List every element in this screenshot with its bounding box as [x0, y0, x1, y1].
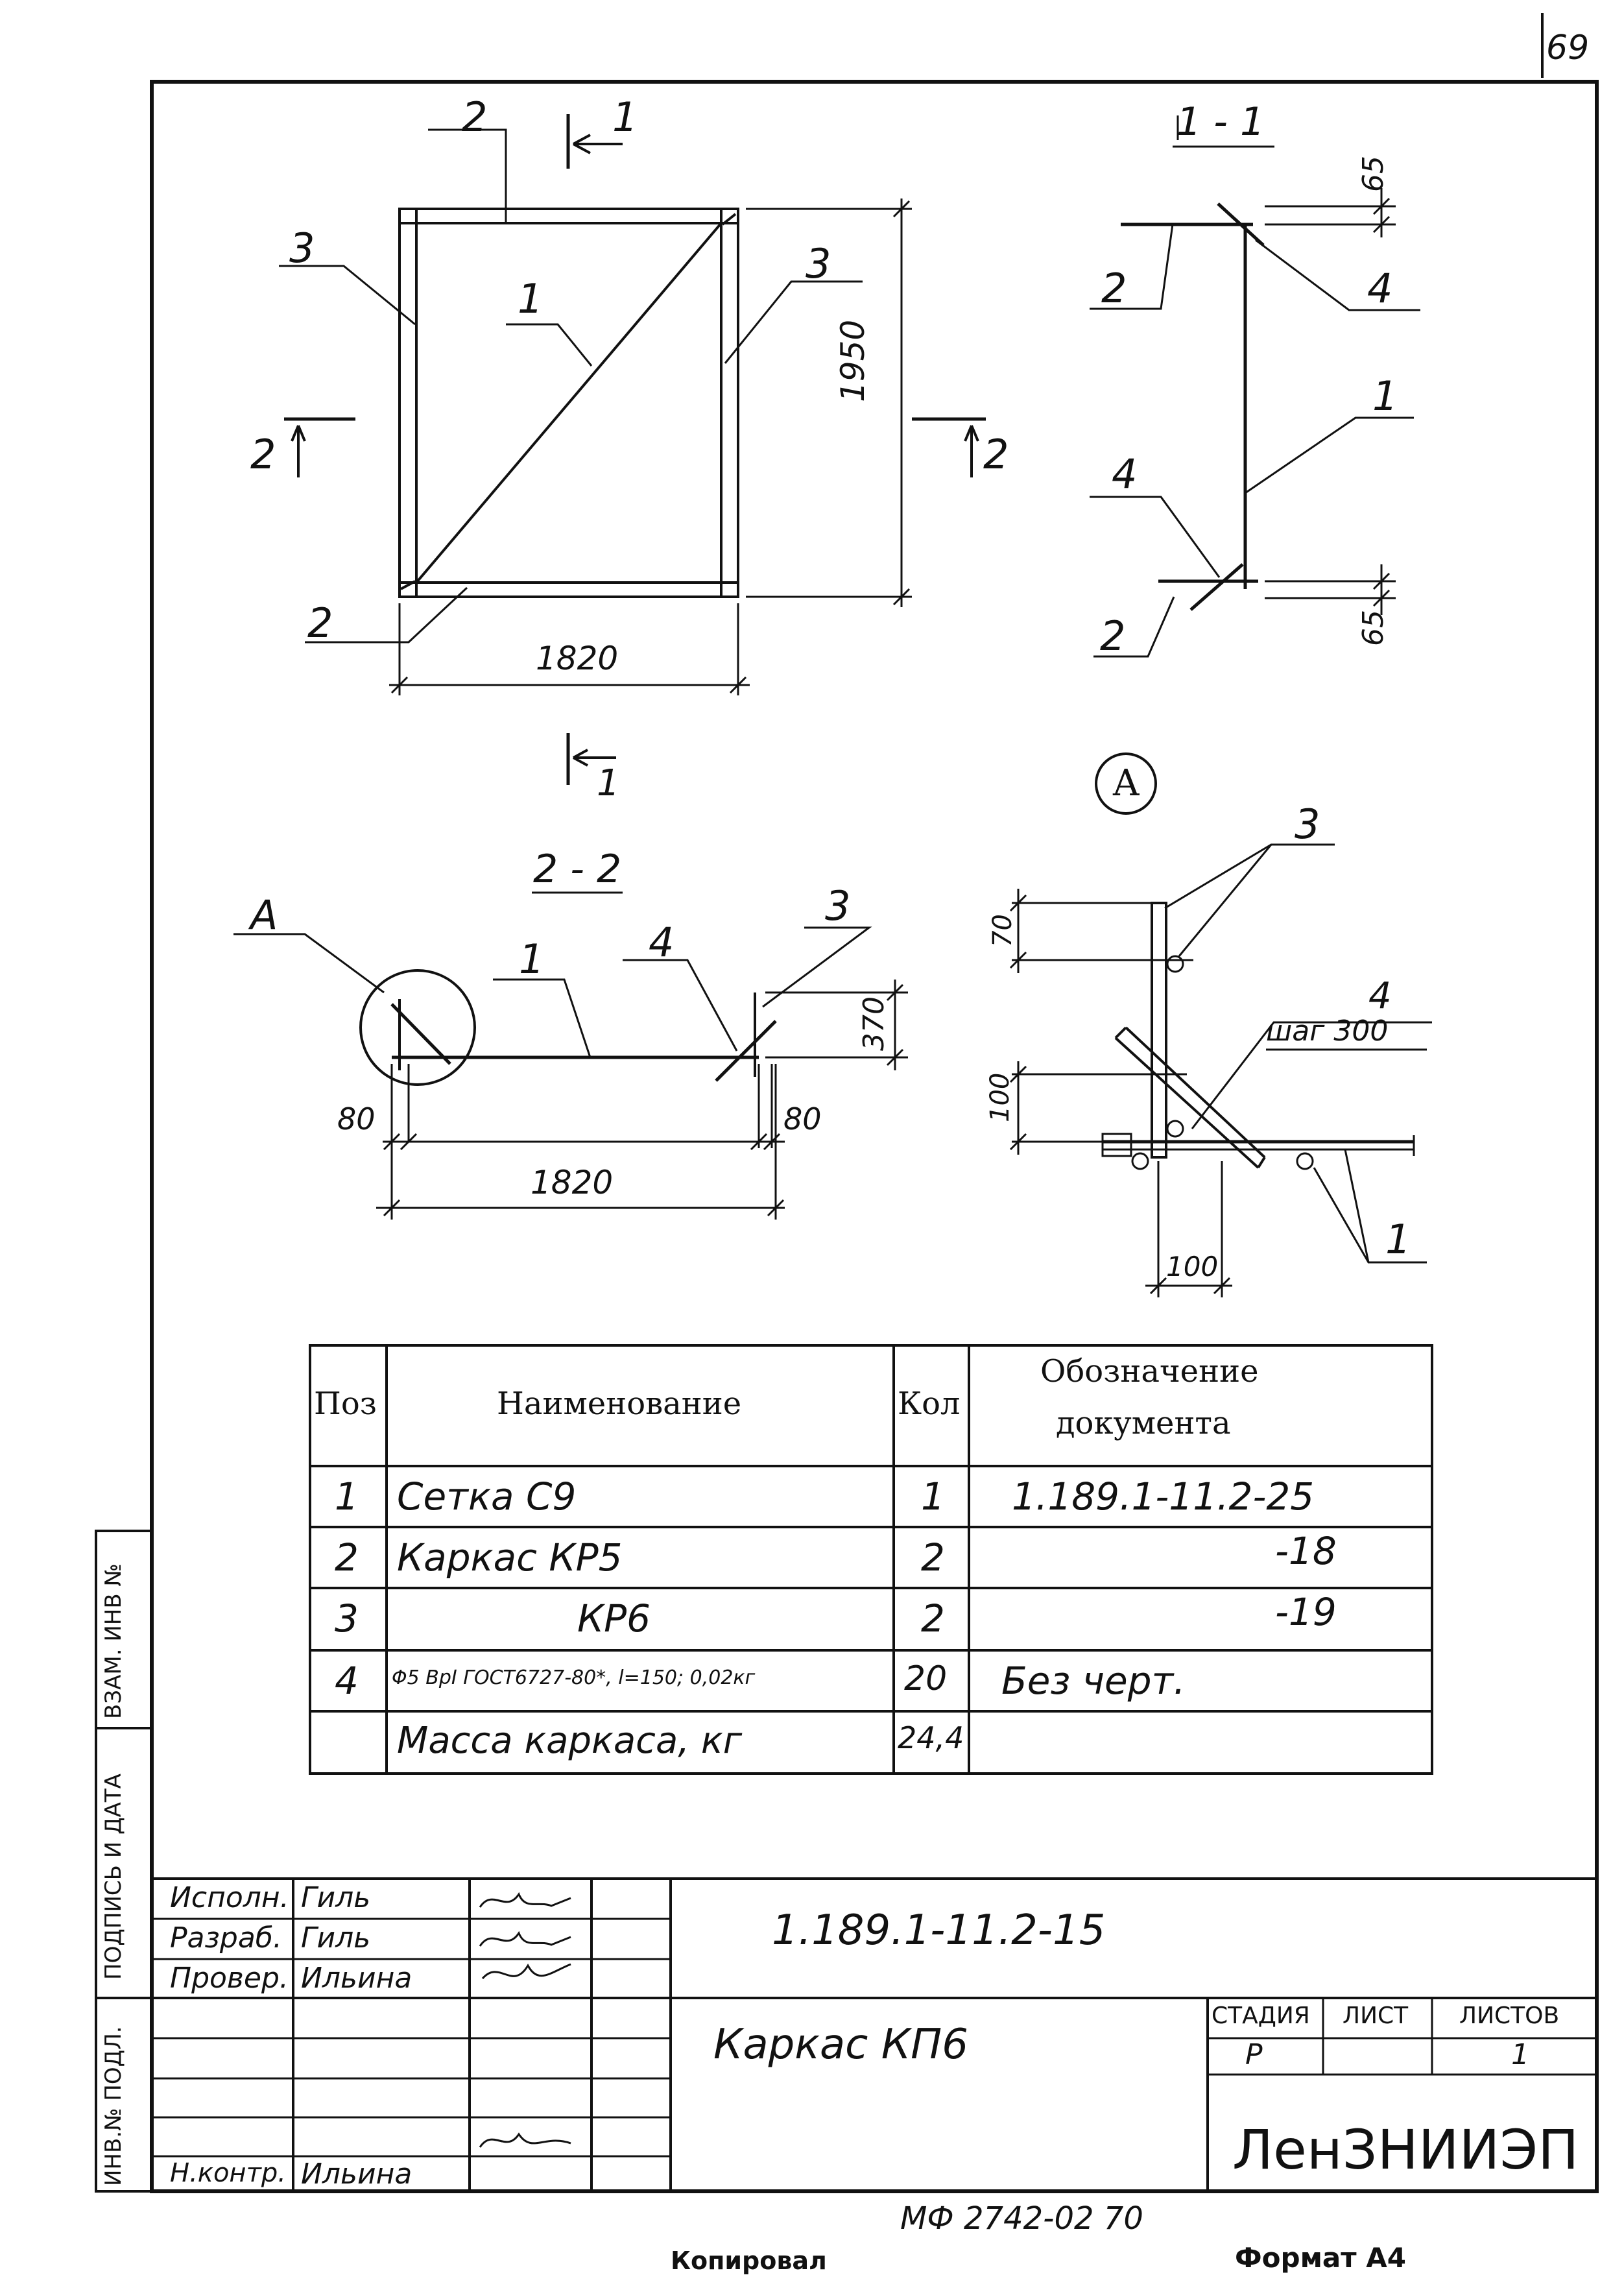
footer-copied: Копировал — [671, 2246, 827, 2275]
section-2-left-marker-label: 2 — [250, 431, 276, 478]
side-stamp-inv-podl: ИНВ.№ ПОДЛ. — [101, 2026, 126, 2186]
tb-name-2: Гиль — [301, 1921, 371, 1955]
tb-doc-code: 1.189.1-11.2-15 — [772, 1907, 1106, 1955]
spec-header-qty: Кол — [898, 1386, 961, 1422]
section-2-right-marker-label: 2 — [983, 431, 1009, 478]
spec-row-1-qty: 1 — [921, 1474, 945, 1519]
side-stamp-podpis: ПОДПИСЬ И ДАТА — [101, 1774, 126, 1980]
side-stamp-vzam: ВЗАМ. ИНВ № — [101, 1563, 126, 1719]
detail-a-step-note: шаг 300 — [1266, 1015, 1389, 1048]
spec-row-4-doc: Без черт. — [1001, 1659, 1186, 1703]
spec-row-2-doc: -18 — [1275, 1529, 1337, 1573]
detail-a-dim-100-vert-label: 100 — [985, 1072, 1015, 1122]
tb-name-1: Гиль — [301, 1881, 371, 1914]
spec-row-2-qty: 2 — [921, 1535, 945, 1580]
tb-title: Каркас КП6 — [713, 2021, 968, 2069]
spec-row-3-qty: 2 — [921, 1596, 945, 1641]
spec-row-3-pos: 3 — [335, 1596, 359, 1641]
tb-name-3: Ильина — [301, 1962, 412, 1995]
section-1-1 — [1090, 115, 1420, 658]
section-1-1-pos4-bottom-label: 4 — [1112, 450, 1138, 498]
section-1-1-pos2-bottom-label: 2 — [1100, 612, 1126, 660]
spec-header-pos: Поз — [314, 1386, 377, 1422]
tb-role-3: Провер. — [170, 1962, 289, 1995]
spec-row-3-doc: -19 — [1275, 1590, 1337, 1634]
section-2-2-detail-a-label: A — [250, 891, 278, 939]
tb-role-2: Разраб. — [170, 1921, 282, 1955]
section-2-2-dim-width-label: 1820 — [531, 1164, 614, 1201]
section-2-2-pos3-label: 3 — [825, 882, 851, 930]
section-2-2 — [233, 891, 908, 1220]
signature-1 — [479, 1892, 571, 1980]
tb-role-4: Н.контр. — [170, 2158, 286, 2188]
tb-sheets-value: 1 — [1511, 2038, 1529, 2071]
section-1-1-title: 1 - 1 — [1176, 99, 1265, 145]
spec-header-doc-line2: документа — [1056, 1405, 1231, 1441]
spec-row-2-name: Каркас КР5 — [397, 1535, 623, 1580]
plan-pos1-label: 1 — [518, 275, 543, 322]
page-number: 69 — [1546, 29, 1590, 67]
tb-stage-label: СТАДИЯ — [1212, 2003, 1310, 2029]
spec-row-4-name: Φ5 BpI ГОСТ6727-80*, l=150; 0,02кг — [392, 1666, 756, 1689]
section-2-2-dim-right-label: 80 — [783, 1101, 822, 1137]
section-1-bottom-marker-label: 1 — [597, 762, 620, 804]
detail-a-title: A — [1113, 762, 1140, 804]
section-1-1-pos1-label: 1 — [1372, 372, 1398, 420]
spec-row-2-pos: 2 — [335, 1535, 359, 1580]
plan-dim-width-label: 1820 — [536, 640, 619, 677]
signature-2 — [479, 2132, 571, 2148]
plan-dim-height-label: 1950 — [834, 319, 872, 402]
spec-row-4-pos: 4 — [335, 1659, 359, 1703]
spec-row-5-name: Масса каркаса, кг — [397, 1720, 743, 1762]
tb-stage-value: Р — [1245, 2038, 1263, 2071]
spec-table-grid — [309, 1344, 1433, 1775]
detail-a-dim-100-horiz-label: 100 — [1166, 1251, 1219, 1282]
plan-pos2-bottom-label: 2 — [307, 599, 333, 647]
section-1-1-pos4-top-label: 4 — [1367, 265, 1393, 312]
section-1-top-marker-label: 1 — [612, 93, 638, 141]
tb-role-1: Исполн. — [170, 1881, 289, 1914]
section-2-2-dim-height-label: 370 — [857, 996, 890, 1051]
detail-a-pos1-label: 1 — [1385, 1216, 1411, 1263]
section-1-1-dim-bottom-label: 65 — [1357, 610, 1390, 646]
spec-row-1-doc: 1.189.1-11.2-25 — [1012, 1474, 1315, 1519]
title-block-grid — [152, 1877, 1597, 2191]
side-stamp-grid — [95, 1530, 153, 2193]
tb-org: ЛенЗНИИЭП — [1232, 2118, 1579, 2182]
detail-a-pos4-label: 4 — [1368, 975, 1392, 1017]
detail-a-dim-70-label: 70 — [988, 914, 1018, 947]
plan-view — [279, 114, 986, 785]
section-2-2-title: 2 - 2 — [533, 847, 622, 892]
footer-format: Формат А4 — [1235, 2242, 1406, 2274]
section-2-2-dim-left-label: 80 — [337, 1101, 376, 1137]
plan-pos3-left-label: 3 — [289, 224, 315, 272]
tb-sheet-label: ЛИСТ — [1343, 2003, 1409, 2029]
section-2-2-pos4-label: 4 — [649, 919, 675, 966]
section-1-1-pos2-top-label: 2 — [1101, 265, 1127, 312]
detail-a-pos3-label: 3 — [1295, 800, 1320, 848]
tb-sheets-label: ЛИСТОВ — [1459, 2003, 1560, 2029]
spec-row-5-qty: 24,4 — [898, 1720, 964, 1755]
tb-name-4: Ильина — [301, 2158, 412, 2191]
spec-header-name: Наименование — [497, 1386, 742, 1422]
section-1-1-dim-top-label: 65 — [1357, 156, 1390, 192]
spec-row-4-qty: 20 — [904, 1659, 948, 1698]
spec-row-1-pos: 1 — [335, 1474, 359, 1519]
plan-pos2-top-label: 2 — [462, 93, 488, 141]
section-2-2-pos1-label: 1 — [519, 935, 545, 983]
spec-row-1-name: Сетка С9 — [397, 1474, 577, 1519]
detail-a — [1009, 752, 1432, 1297]
spec-row-3-name: КР6 — [577, 1596, 651, 1641]
plan-pos3-right-label: 3 — [806, 240, 831, 287]
footer-archive-code: МФ 2742-02 70 — [900, 2200, 1143, 2237]
spec-header-doc-line1: Обозначение — [1040, 1353, 1259, 1390]
